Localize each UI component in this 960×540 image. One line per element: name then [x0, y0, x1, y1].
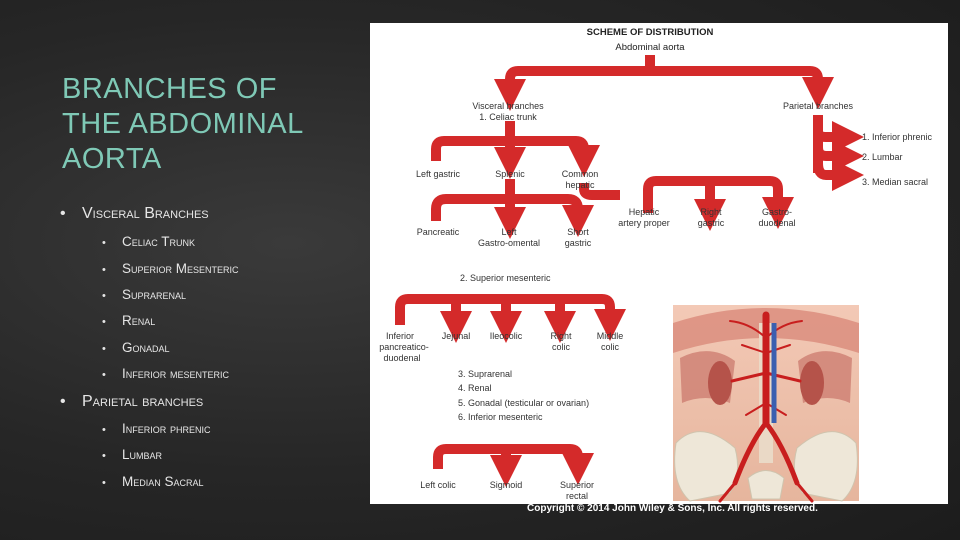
celiac-trunk-label: 1. Celiac trunk: [479, 112, 537, 122]
sub-bullet-item: • Lumbar: [102, 447, 162, 462]
sup-mesenteric-branch-label: Inferior: [386, 331, 414, 341]
bullet-text: Inferior mesenteric: [122, 366, 230, 381]
bullet-text: Visceral Branches: [82, 205, 209, 222]
bullet-text: Parietal branches: [82, 393, 204, 410]
sup-mesenteric-branch-label: Jejunal: [442, 331, 471, 341]
bullet-text: Lumbar: [122, 447, 163, 462]
sup-mesenteric-label: 2. Superior mesenteric: [460, 273, 551, 283]
hepatic-branch-label: gastric: [698, 218, 725, 228]
sup-mesenteric-branch-label: pancreatico-: [379, 342, 429, 352]
sup-mesenteric-branch-label: Ileocolic: [490, 331, 523, 341]
splenic-branch-label: Left: [501, 227, 517, 237]
title-line: BRANCHES OF: [62, 73, 277, 105]
inf-mesenteric-branch-label: Left colic: [420, 480, 456, 490]
bullet-item: • Visceral Branches: [60, 205, 209, 223]
hepatic-branch-label: Right: [700, 207, 722, 217]
slide-title: BRANCHES OF THE ABDOMINAL AORTA: [62, 72, 352, 177]
sub-bullet-item: • Median Sacral: [102, 474, 204, 489]
inf-mesenteric-branch-label: rectal: [566, 491, 588, 501]
bullet-text: Inferior phrenic: [122, 421, 211, 436]
bullet-dot: •: [102, 316, 106, 328]
celiac-branch-label: Left gastric: [416, 169, 461, 179]
bullet-text: Gonadal: [122, 340, 170, 355]
hepatic-branch-label: Gastro-: [762, 207, 792, 217]
parietal-item: 1. Inferior phrenic: [862, 132, 933, 142]
bullet-dot: •: [102, 369, 106, 381]
distribution-diagram: SCHEME OF DISTRIBUTION Abdominal aorta: [379, 27, 933, 503]
abdominal-anatomy-illustration: [673, 305, 859, 503]
visceral-item: 3. Suprarenal: [458, 369, 512, 379]
bullet-dot: •: [102, 477, 106, 489]
celiac-branch-label: Splenic: [495, 169, 525, 179]
sup-mesenteric-branch-label: colic: [552, 342, 571, 352]
visceral-item: 6. Inferior mesenteric: [458, 412, 543, 422]
splenic-branch-label: Short: [567, 227, 589, 237]
bullet-dot: •: [102, 290, 106, 302]
parietal-item: 3. Median sacral: [862, 177, 928, 187]
root-label: Abdominal aorta: [615, 42, 685, 53]
parietal-item: 2. Lumbar: [862, 152, 903, 162]
bullet-text: Suprarenal: [122, 287, 187, 302]
splenic-branch-label: Pancreatic: [417, 227, 460, 237]
parietal-branches-label: Parietal branches: [783, 101, 854, 111]
sub-bullet-item: • Renal: [102, 313, 155, 328]
sub-bullet-item: • Gonadal: [102, 340, 170, 355]
sup-mesenteric-branch-label: colic: [601, 342, 620, 352]
title-line: AORTA: [62, 143, 162, 175]
bullet-text: Renal: [122, 313, 156, 328]
splenic-branch-label: gastric: [565, 238, 592, 248]
visceral-branches-label: Visceral branches: [472, 101, 544, 111]
distribution-figure: SCHEME OF DISTRIBUTION Abdominal aorta: [370, 23, 948, 504]
figure-heading: SCHEME OF DISTRIBUTION: [587, 27, 714, 38]
visceral-item: 5. Gonadal (testicular or ovarian): [458, 398, 589, 408]
bullet-item: • Parietal branches: [60, 393, 203, 411]
copyright-notice: Copyright © 2014 John Wiley & Sons, Inc.…: [527, 503, 818, 514]
celiac-branch-label: hepatic: [565, 180, 595, 190]
inf-mesenteric-branch-label: Superior: [560, 480, 594, 490]
celiac-branch-label: Common: [562, 169, 599, 179]
sub-bullet-item: • Inferior phrenic: [102, 421, 211, 436]
hepatic-branch-label: Hepatic: [629, 207, 660, 217]
bullet-text: Median Sacral: [122, 474, 204, 489]
bullet-text: Superior Mesenteric: [122, 261, 239, 276]
hepatic-branch-label: duodenal: [758, 218, 795, 228]
bullet-dot: •: [60, 205, 66, 222]
title-line: THE ABDOMINAL: [62, 108, 304, 140]
bullet-dot: •: [102, 237, 106, 249]
sup-mesenteric-branch-label: Middle: [597, 331, 624, 341]
sub-bullet-item: • Suprarenal: [102, 287, 186, 302]
sup-mesenteric-branch-label: Right: [550, 331, 572, 341]
bullet-dot: •: [102, 264, 106, 276]
sup-mesenteric-branch-label: duodenal: [383, 353, 420, 363]
bullet-dot: •: [102, 450, 106, 462]
top-split-arrow: [505, 66, 835, 110]
bullet-dot: •: [102, 343, 106, 355]
bullet-dot: •: [60, 393, 66, 410]
splenic-branch-label: Gastro-omental: [478, 238, 540, 248]
bullet-dot: •: [102, 424, 106, 436]
sub-bullet-item: • Superior Mesenteric: [102, 261, 239, 276]
visceral-item: 4. Renal: [458, 383, 492, 393]
sub-bullet-item: • Inferior mesenteric: [102, 366, 229, 381]
hepatic-branch-label: artery proper: [618, 218, 670, 228]
inf-mesenteric-branch-label: Sigmoid: [490, 480, 523, 490]
bullet-text: Celiac Trunk: [122, 234, 196, 249]
sub-bullet-item: • Celiac Trunk: [102, 234, 195, 249]
